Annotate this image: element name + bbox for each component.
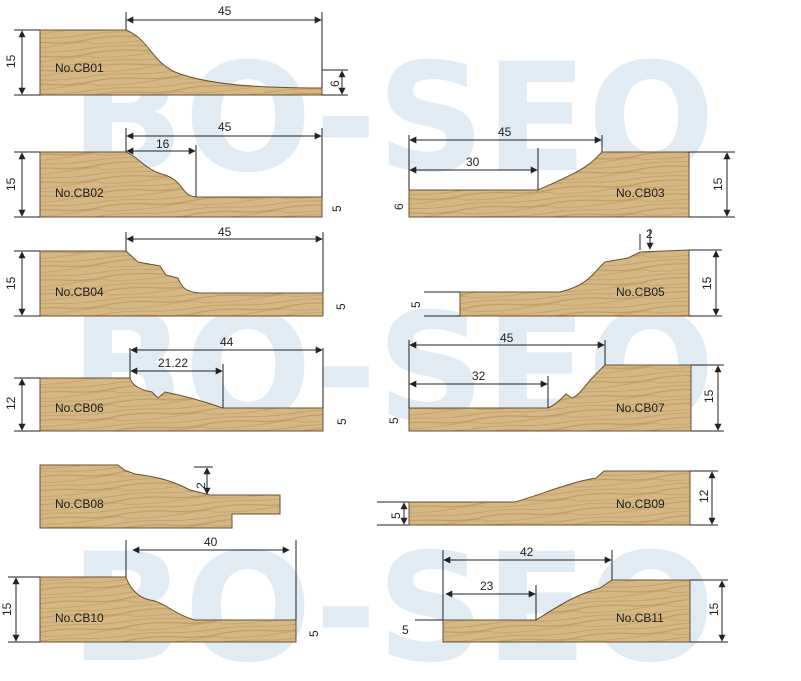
profile-cb02-name: No.CB02 [55, 186, 104, 200]
profile-cb10-shape [39, 576, 297, 643]
profile-cb03: No.CB03 45 30 15 6 [392, 125, 735, 218]
profile-cb08-name: No.CB08 [55, 497, 104, 511]
profile-cb06: No.CB06 44 21.22 12 5 [4, 335, 349, 432]
cb10-height-label: 15 [0, 602, 14, 616]
cb11-inner-label: 23 [480, 579, 494, 593]
cb05-height-label: 15 [700, 276, 714, 290]
cb03-width-label: 45 [498, 125, 512, 139]
cb07-width-label: 45 [500, 331, 514, 345]
cb07-inner-label: 32 [472, 369, 486, 383]
profile-cb03-name: No.CB03 [616, 186, 665, 200]
profile-cb11: No.CB11 42 23 15 5 [402, 545, 728, 643]
cb02-width-label: 45 [218, 120, 232, 134]
profile-cb08: No.CB08 2 [39, 464, 281, 529]
profile-cb07-name: No.CB07 [616, 401, 665, 415]
profile-cb01-shape [39, 29, 323, 96]
profile-cb04-shape [39, 250, 324, 317]
profile-cb07-shape [408, 364, 692, 432]
cb06-inner-label: 21.22 [158, 356, 188, 370]
profile-cb07: No.CB07 45 32 15 5 [387, 331, 724, 432]
watermark: BO-SEO BO-SEO BO-SEO [70, 32, 715, 681]
cb08-step-label: 2 [194, 482, 208, 489]
profile-cb03-shape [408, 151, 690, 218]
cb02-inner-label: 16 [156, 137, 170, 151]
cb05-step-label: 2 [646, 227, 653, 241]
profile-cb01-name: No.CB01 [55, 61, 104, 75]
profile-cb04-name: No.CB04 [55, 285, 104, 299]
profile-cb04: No.CB04 45 15 5 [4, 225, 348, 317]
cb05-edge-label: 5 [409, 301, 423, 308]
profile-cb11-shape [442, 579, 691, 643]
cb02-height-label: 15 [4, 177, 18, 191]
cb01-height-label: 15 [4, 54, 18, 68]
cb10-edge-label: 5 [307, 630, 321, 637]
profile-cb05: No.CB05 2 15 5 [409, 227, 722, 317]
profile-cb05-shape [459, 249, 690, 317]
cb01-width-label: 45 [218, 4, 232, 18]
cb10-width-label: 40 [204, 535, 218, 549]
cb09-edge-label: 5 [389, 512, 403, 519]
profile-cb02: No.CB02 45 16 15 5 [4, 120, 344, 218]
cb06-width-label: 44 [220, 335, 234, 349]
profile-cb06-name: No.CB06 [55, 401, 104, 415]
cb09-height-label: 12 [697, 489, 711, 503]
profile-cb09-name: No.CB09 [616, 497, 665, 511]
cb11-height-label: 15 [707, 602, 721, 616]
cb02-edge-label: 5 [330, 205, 344, 212]
profile-cb08-shape [39, 464, 281, 529]
cb03-height-label: 15 [711, 177, 725, 191]
cb06-edge-label: 5 [335, 418, 349, 425]
profile-cb10: No.CB10 40 15 5 [0, 535, 321, 643]
cb01-edge-label: 6 [328, 80, 342, 87]
profile-cb01: No.CB01 45 15 6 [4, 4, 348, 96]
cb04-height-label: 15 [4, 276, 18, 290]
cb04-width-label: 45 [218, 225, 232, 239]
profile-cb10-name: No.CB10 [55, 611, 104, 625]
profile-cb11-name: No.CB11 [616, 611, 664, 625]
cb11-edge-label: 5 [402, 623, 409, 637]
cb03-edge-label: 6 [392, 203, 406, 210]
cb07-edge-label: 5 [387, 417, 401, 424]
profile-cb09: No.CB09 12 5 [377, 470, 718, 526]
cb06-height-label: 12 [4, 396, 18, 410]
cb11-width-label: 42 [520, 545, 534, 559]
cb04-edge-label: 5 [334, 303, 348, 310]
cb03-inner-label: 30 [466, 155, 480, 169]
profile-cb05-name: No.CB05 [616, 285, 665, 299]
cb07-height-label: 15 [702, 389, 716, 403]
